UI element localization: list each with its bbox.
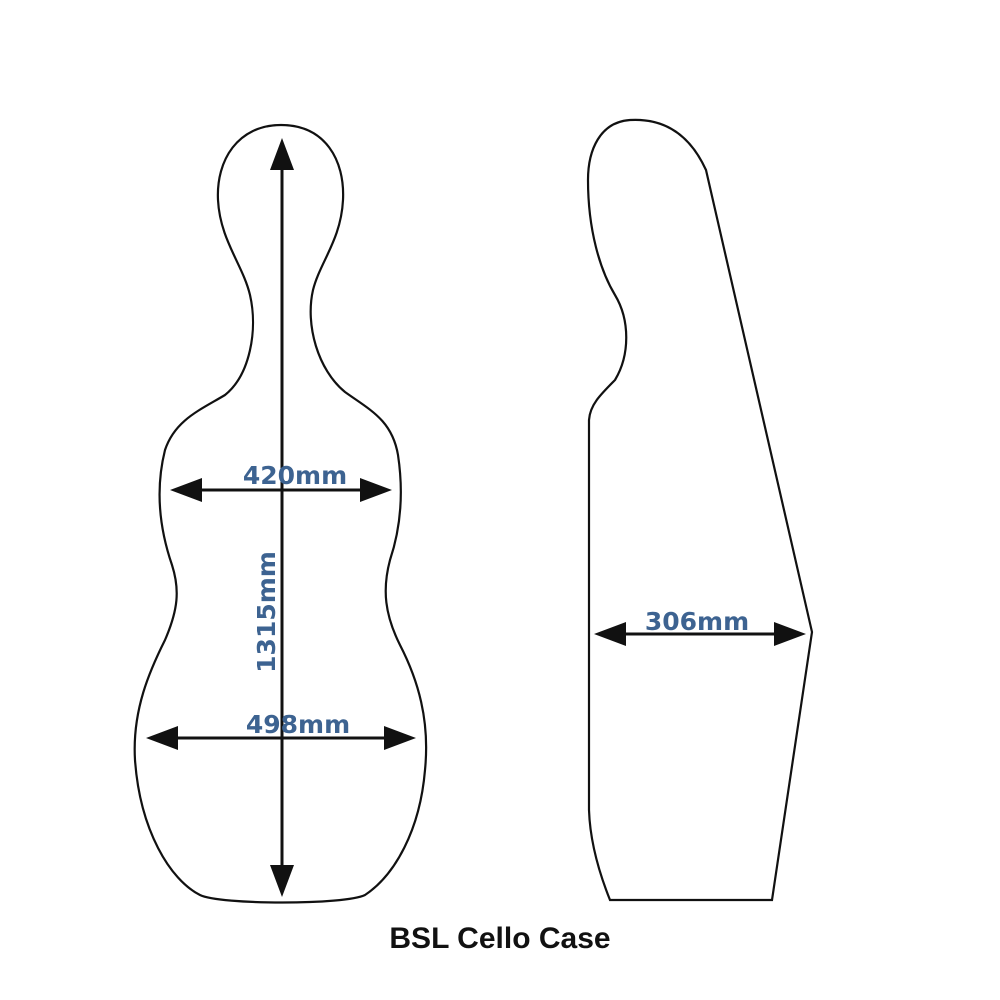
upper-width-dimension-arrow (170, 478, 392, 502)
upper-width-label: 420mm (243, 461, 347, 490)
depth-dimension-arrow (594, 622, 806, 646)
length-dimension-arrow (270, 138, 294, 897)
lower-width-label: 498mm (246, 710, 350, 739)
front-view-outline (133, 123, 428, 904)
diagram-caption: BSL Cello Case (389, 922, 610, 955)
depth-label: 306mm (645, 607, 749, 636)
side-view-outline (586, 118, 814, 902)
lower-width-dimension-arrow (146, 726, 416, 750)
length-label: 1315mm (252, 551, 281, 673)
